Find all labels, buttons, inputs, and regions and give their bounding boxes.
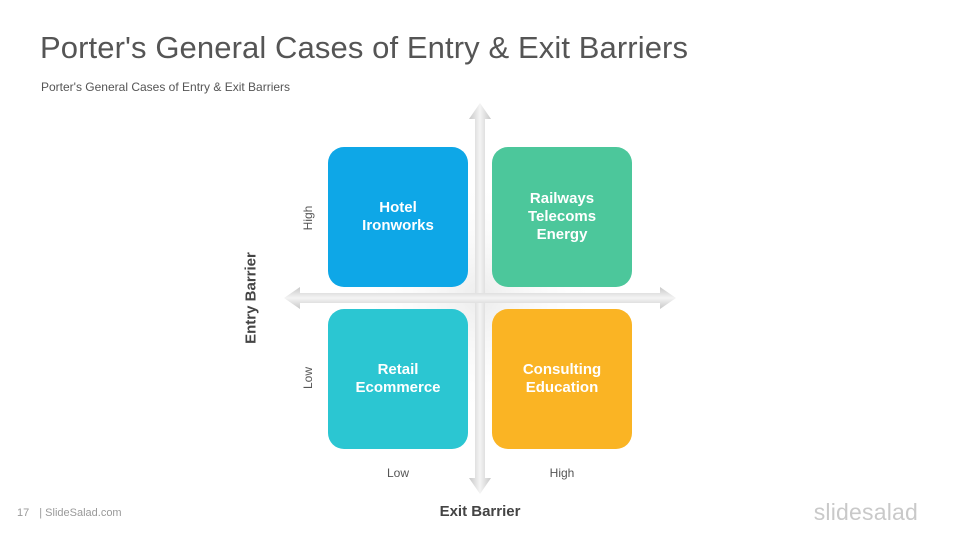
horizontal-axis-arrow	[284, 287, 676, 309]
y-axis-title: Entry Barrier	[242, 252, 260, 344]
x-axis-high-label: High	[549, 466, 575, 480]
cell-label: Railways Telecoms Energy	[527, 190, 597, 243]
brand-logo: slidesalad	[813, 499, 918, 525]
cell-low-entry-high-exit: Consulting Education	[492, 309, 632, 449]
footer-source: | SlideSalad.com	[39, 507, 122, 519]
slide-subtitle: Porter's General Cases of Entry & Exit B…	[41, 80, 291, 94]
x-axis-title: Exit Barrier	[439, 503, 521, 520]
x-axis-low-label: Low	[386, 466, 410, 480]
slide-footer: 17 | SlideSalad.com	[17, 507, 122, 519]
y-axis-high-label: High	[301, 205, 315, 231]
cell-label: Hotel Ironworks	[362, 199, 434, 234]
slide-title: Porter's General Cases of Entry & Exit B…	[40, 30, 689, 65]
y-axis-low-label: Low	[301, 366, 315, 390]
cell-label: Retail Ecommerce	[355, 361, 441, 396]
cell-label: Consulting Education	[522, 361, 602, 396]
cell-high-entry-low-exit: Hotel Ironworks	[328, 147, 468, 287]
cell-low-entry-low-exit: Retail Ecommerce	[328, 309, 468, 449]
cell-high-entry-high-exit: Railways Telecoms Energy	[492, 147, 632, 287]
page-number: 17	[17, 507, 30, 519]
